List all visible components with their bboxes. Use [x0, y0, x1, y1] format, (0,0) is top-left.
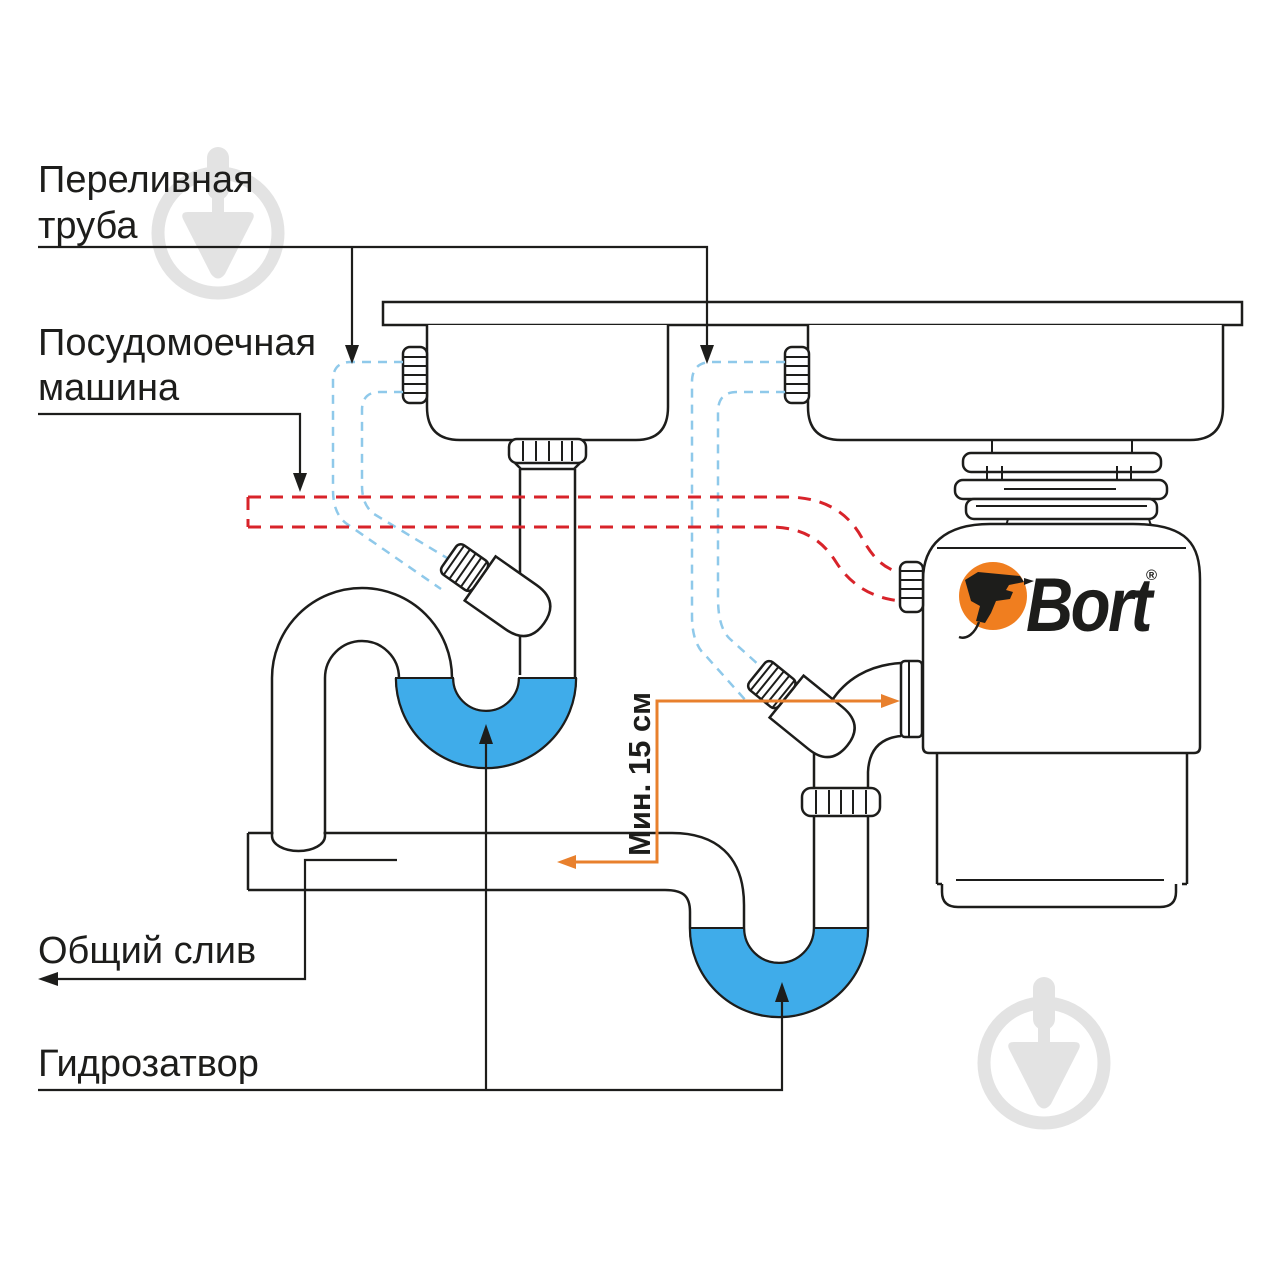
brand-text: Bort [1026, 563, 1155, 648]
mount-bolts [986, 466, 1132, 489]
dishwasher-hose-top-wall [248, 495, 902, 575]
disposer-outlet-flange [899, 659, 924, 739]
water-trap-leader [38, 741, 784, 1092]
watermark-neck [1038, 1021, 1050, 1043]
drain-pipe-bottom-wall [248, 888, 692, 928]
overflow-hose-left-wall-a [331, 360, 442, 591]
disposer-mounting-assembly [953, 440, 1173, 539]
left-trap-outlet-leg [270, 678, 327, 853]
dishwasher-leader [38, 412, 302, 475]
watermark-stem [1033, 977, 1055, 1030]
connector-port-cylinder [767, 673, 856, 759]
min-height-dimension: Мин. 15 см [557, 692, 900, 869]
left-sink-bowl [425, 325, 670, 442]
trap-over-bend-outer [270, 586, 454, 679]
connector-port-cylinder [462, 554, 552, 638]
overflow-pipe-label-line2: труба [38, 205, 138, 247]
overflow-pipe-label-line1: Переливная [38, 159, 254, 201]
overflow-hose-right-wall-b [716, 390, 785, 676]
overflow-hose-left-wall-b [360, 390, 463, 569]
dishwasher-callout: Посудомоечная машина [38, 322, 316, 492]
left-trap-water [394, 677, 578, 769]
registered-mark: ® [1146, 567, 1157, 584]
right-trap-water [688, 927, 870, 1018]
mount-ring-3 [964, 497, 1159, 521]
watermark-icon-top [151, 147, 285, 300]
common-drain-leader [56, 858, 397, 981]
countertop [381, 300, 1244, 327]
right-sink-bowl [806, 325, 1225, 442]
dishwasher-label-line2: машина [38, 367, 180, 409]
watermark-triangle [182, 212, 254, 279]
common-drain-pipe [246, 831, 746, 928]
common-drain-callout: Общий слив [38, 858, 397, 986]
right-trap-nut [800, 786, 882, 818]
watermark-icon-bottom [977, 977, 1111, 1130]
disposer-mid-section [935, 753, 1189, 884]
min-height-label: Мин. 15 см [622, 692, 657, 856]
dimension-arrow-right-icon [881, 694, 900, 708]
dishwasher-hose-bottom-wall [248, 525, 902, 603]
right-trap-inlet-pipe [812, 816, 870, 928]
arrow-up-icon [775, 982, 789, 1002]
drill-bit-icon [1024, 578, 1034, 585]
watermark-triangle [1008, 1042, 1080, 1109]
arrow-left-icon [38, 972, 58, 986]
hose-connector-right [746, 659, 856, 759]
drill-cord [958, 621, 981, 639]
dimension-arrow-left-icon [557, 855, 576, 869]
water-trap-label: Гидрозатвор [38, 1043, 259, 1085]
connector-collar [768, 674, 805, 719]
drill-icon [965, 572, 1024, 623]
connector-ribs [749, 661, 796, 709]
left-tailpipe [518, 469, 577, 678]
left-sink-overflow-fitting [401, 345, 429, 405]
arrow-down-icon [345, 345, 359, 364]
dishwasher-label-line1: Посудомоечная [38, 322, 316, 364]
sink-flange-stubs [991, 440, 1133, 453]
mount-ring-1 [961, 451, 1163, 474]
arrow-down-icon [700, 345, 714, 364]
hose-connector-left [439, 543, 552, 638]
left-drain-nut [507, 437, 588, 471]
disposer-base [937, 879, 1187, 909]
dishwasher-hose [246, 495, 902, 603]
watermark-neck [212, 191, 224, 213]
arrow-up-icon [479, 724, 493, 744]
right-sink-overflow-fitting [783, 345, 811, 405]
overflow-hoses [331, 360, 785, 704]
trap-over-bend-inner [323, 639, 401, 679]
watermark-stem [207, 147, 229, 200]
overflow-pipe-leader [38, 245, 709, 348]
bort-logo: Bort ® [958, 562, 1158, 648]
dimension-line [574, 699, 884, 864]
overflow-pipe-callout: Переливная труба [38, 159, 714, 364]
connector-ribs [442, 544, 489, 592]
overflow-hose-right-wall-a [690, 360, 785, 704]
water-trap-callout: Гидрозатвор [38, 724, 789, 1092]
drain-pipe-top-wall [248, 831, 746, 928]
arrow-down-icon [293, 473, 307, 492]
common-drain-label: Общий слив [38, 930, 256, 972]
connector-collar [463, 555, 497, 602]
dishwasher-inlet-fitting [898, 560, 925, 614]
